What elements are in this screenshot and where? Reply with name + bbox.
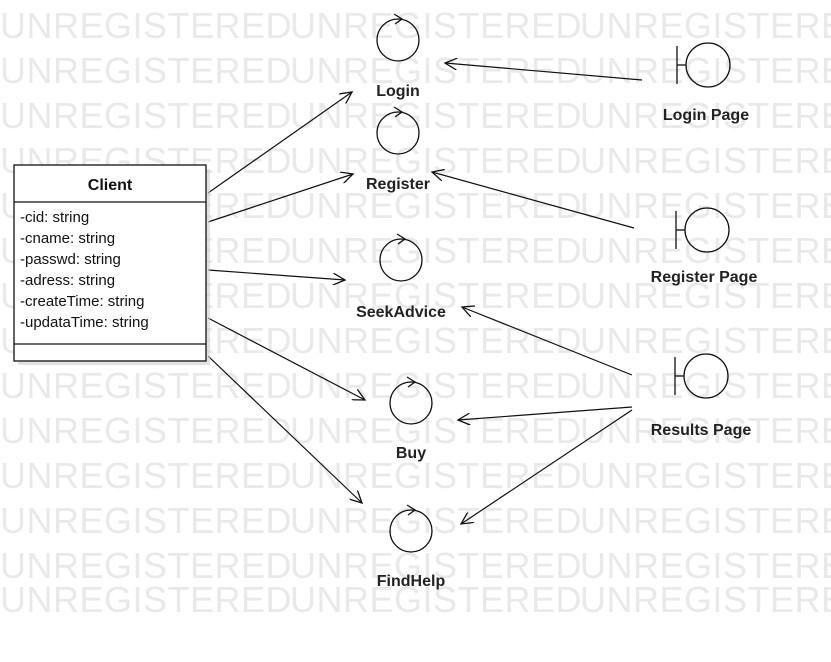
boundary-label: Login Page [663,107,749,124]
control-circle-icon [389,509,433,553]
watermark-text: UNREGISTERED [580,140,831,181]
class-attribute: -passwd: string [20,251,121,268]
control-label: Register [366,176,430,193]
class-box[interactable] [13,164,207,362]
watermark-text: UNREGISTERED [0,410,292,451]
class-attribute: -cid: string [20,209,89,226]
control-arrowhead-icon [393,13,404,25]
boundary-register-page[interactable]: Register Page [651,207,758,286]
boundary-label: Results Page [651,422,752,439]
watermark-text: UNREGISTERED [0,579,292,620]
watermark-text: UNREGISTERED [0,365,292,406]
control-circle-icon [376,18,420,62]
edge-client-findhelp[interactable] [207,355,362,503]
edge-client-seekadvice[interactable] [207,269,345,280]
watermark-text: UNREGISTERED [0,500,292,541]
control-circle-icon [376,111,420,155]
watermark-layer: UNREGISTERED UNREGISTERED UNREGISTERED U… [0,5,831,620]
control-circle-icon [379,238,423,282]
boundary-circle-icon [684,207,730,253]
watermark-text: UNREGISTERED [290,500,582,541]
edge-loginpage-login[interactable] [445,63,643,81]
edge-client-login[interactable] [207,92,352,194]
watermark-text: UNREGISTERED [290,230,582,271]
watermark-text: UNREGISTERED [580,185,831,226]
class-attribute: -updataTime: string [20,314,149,331]
control-arrowhead-icon [406,504,417,516]
watermark-text: UNREGISTERED [580,500,831,541]
boundary-login-page[interactable]: Login Page [663,42,749,124]
control-label: FindHelp [377,573,446,590]
edge-resultspage-buy[interactable] [458,406,633,420]
watermark-text: UNREGISTERED [290,410,582,451]
watermark-text: UNREGISTERED [580,579,831,620]
watermark-text: UNREGISTERED [0,50,292,91]
control-register[interactable]: Register [366,106,430,193]
class-attribute: -cname: string [20,230,115,247]
control-seekadvice[interactable]: SeekAdvice [356,233,446,321]
watermark-text: UNREGISTERED [290,545,582,586]
watermark-text: UNREGISTERED [290,320,582,361]
watermark-text: UNREGISTERED [290,579,582,620]
watermark-text: UNREGISTERED [290,95,582,136]
watermark-text: UNREGISTERED [290,365,582,406]
watermark-text: UNREGISTERED [0,5,292,46]
watermark-text: UNREGISTERED [0,95,292,136]
edge-registerpage-register[interactable] [432,172,635,229]
boundary-circle-icon [683,353,729,399]
watermark-text: UNREGISTERED [580,5,831,46]
boundary-label: Register Page [651,269,758,286]
watermark-text: UNREGISTERED [290,185,582,226]
boundary-results-page[interactable]: Results Page [651,353,752,439]
watermark-text: UNREGISTERED [580,365,831,406]
edge-client-buy[interactable] [207,317,365,400]
watermark-text: UNREGISTERED [580,545,831,586]
control-circle-icon [389,381,433,425]
edge-resultspage-findhelp[interactable] [461,409,633,524]
watermark-text: UNREGISTERED [580,95,831,136]
client-class[interactable]: Client -cid: string -cname: string -pass… [13,164,210,365]
watermark-text: UNREGISTERED [580,455,831,496]
watermark-text: UNREGISTERED [290,5,582,46]
edge-resultspage-seekadvice[interactable] [462,307,633,376]
boundary-circle-icon [685,42,731,88]
watermark-text: UNREGISTERED [580,50,831,91]
control-label: Login [376,83,420,100]
class-attribute: -adress: string [20,272,115,289]
connectors [207,63,643,524]
edge-client-register[interactable] [207,174,353,223]
watermark-text: UNREGISTERED [0,455,292,496]
watermark-text: UNREGISTERED [580,320,831,361]
control-arrowhead-icon [406,376,417,388]
control-buy[interactable]: Buy [389,376,433,462]
watermark-text: UNREGISTERED [580,230,831,271]
control-findhelp[interactable]: FindHelp [377,504,446,590]
watermark-text: UNREGISTERED [0,545,292,586]
watermark-text: UNREGISTERED [580,275,831,316]
control-label: Buy [396,445,426,462]
control-arrowhead-icon [393,106,404,118]
watermark-text: UNREGISTERED [290,140,582,181]
control-login[interactable]: Login [376,13,420,100]
class-attribute: -createTime: string [20,293,144,310]
control-arrowhead-icon [396,233,407,245]
control-label: SeekAdvice [356,304,446,321]
class-name: Client [88,177,133,194]
